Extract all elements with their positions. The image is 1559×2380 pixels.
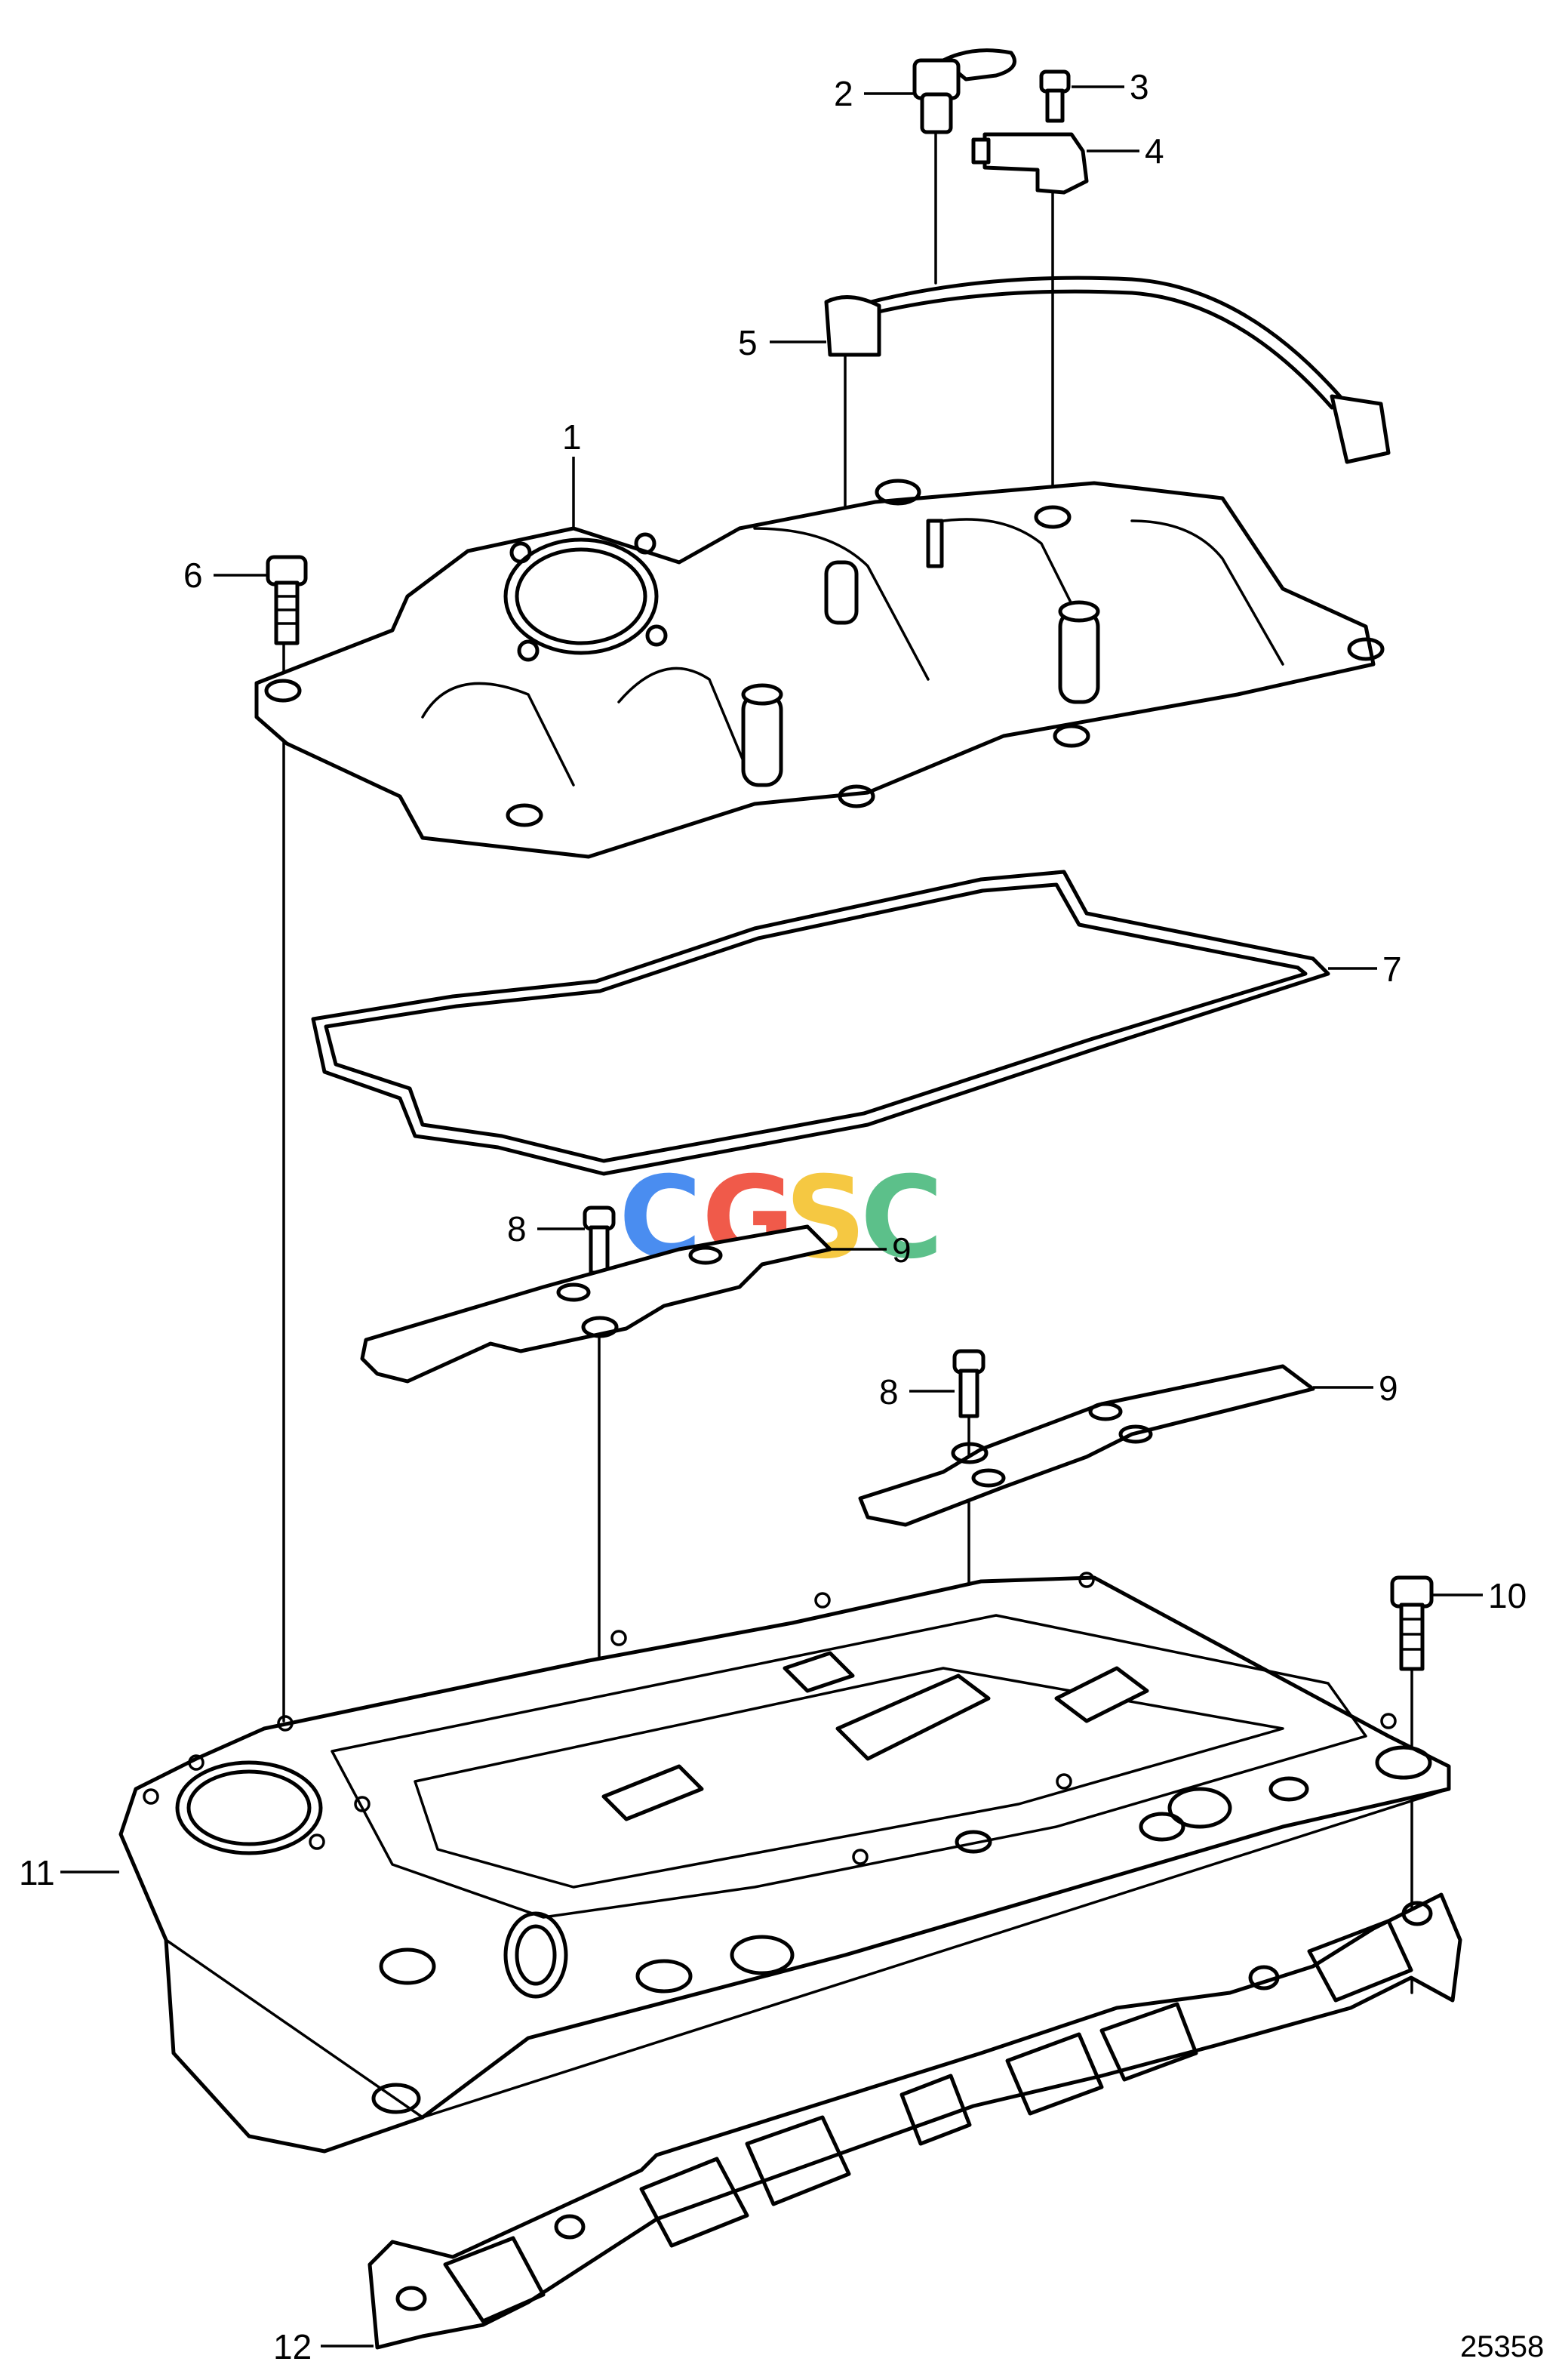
callout-label-11: 11 [19, 1853, 55, 1892]
figure-reference-number: 25358 [1460, 2330, 1544, 2363]
callout-label-4: 4 [1145, 131, 1164, 171]
callout-4: 4 [1087, 131, 1164, 171]
callout-label-6: 6 [183, 556, 203, 595]
callout-12: 12 [273, 2327, 374, 2366]
callout-label-3: 3 [1130, 67, 1149, 106]
callout-10: 10 [1431, 1576, 1527, 1615]
bolt-part-6 [266, 555, 308, 1723]
lower-intake-manifold-part-11 [118, 1572, 1451, 2154]
gasket-part-12 [367, 1892, 1462, 2350]
callout-label-1: 1 [562, 417, 582, 457]
bracket-part-9-left [360, 1224, 832, 1384]
callout-6: 6 [183, 556, 268, 595]
callout-11: 11 [19, 1853, 119, 1892]
callout-label-9-left: 9 [892, 1230, 912, 1270]
callout-1: 1 [562, 417, 582, 528]
callout-label-10: 10 [1488, 1576, 1527, 1615]
sensor-part-2 [912, 48, 1016, 285]
upper-intake-manifold-part-1 [254, 479, 1385, 859]
callout-9-left: 9 [830, 1230, 912, 1270]
bolt-part-8-left [583, 1205, 616, 1658]
callout-7: 7 [1328, 950, 1402, 989]
gasket-part-7 [311, 870, 1330, 1176]
watermark-letter-4: C [860, 1153, 943, 1284]
hose-part-5 [824, 276, 1391, 575]
callout-label-12: 12 [273, 2327, 312, 2366]
callout-2: 2 [834, 74, 913, 113]
callout-label-7: 7 [1382, 950, 1402, 989]
callout-3: 3 [1072, 67, 1149, 106]
callout-label-2: 2 [834, 74, 853, 113]
callout-label-8-right: 8 [879, 1372, 899, 1412]
sensor-part-4 [971, 132, 1089, 492]
bracket-part-9-right [858, 1364, 1315, 1527]
watermark-letter-3: S [785, 1153, 866, 1284]
screw-part-3 [1039, 69, 1071, 123]
callout-label-8-left: 8 [507, 1209, 527, 1248]
callout-5: 5 [738, 323, 826, 362]
callout-label-5: 5 [738, 323, 758, 362]
watermark-logo: C G S C [619, 1153, 943, 1284]
callout-8-left: 8 [507, 1209, 585, 1248]
callout-9-right: 9 [1313, 1369, 1398, 1408]
callout-label-9-right: 9 [1379, 1369, 1398, 1408]
callout-8-right: 8 [879, 1372, 955, 1412]
